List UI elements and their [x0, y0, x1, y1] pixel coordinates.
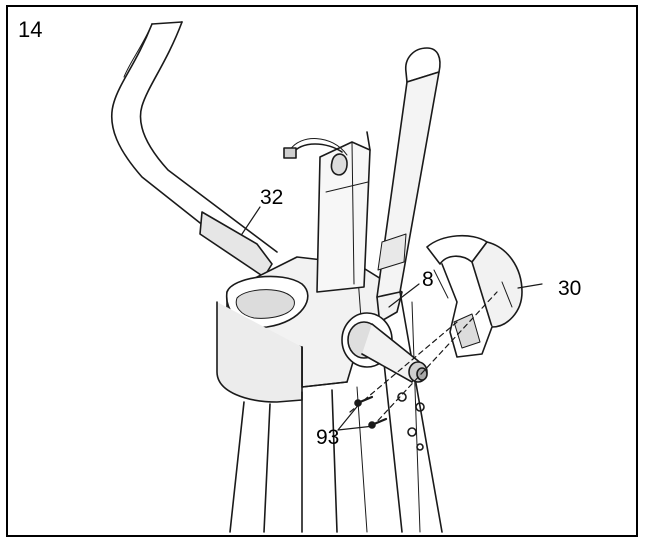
left-handlebar	[110, 21, 278, 278]
callout-part-8: 8	[422, 268, 434, 291]
right-handlebar	[376, 47, 443, 533]
callout-leaders	[241, 206, 543, 431]
lower-legs	[229, 386, 368, 533]
frame-housing	[216, 256, 403, 403]
callout-part-30: 30	[558, 277, 582, 300]
alignment-lines	[349, 291, 498, 428]
pivot-axle	[341, 312, 428, 383]
instruction-figure-frame: 14 32 8 30 93	[6, 5, 638, 537]
upright-mast	[283, 131, 371, 293]
callout-part-93: 93	[316, 426, 340, 449]
step-number: 14	[18, 17, 43, 42]
assembly-illustration	[110, 21, 543, 533]
callout-part-32: 32	[260, 186, 284, 209]
pivot-cover-part-30	[426, 234, 523, 358]
